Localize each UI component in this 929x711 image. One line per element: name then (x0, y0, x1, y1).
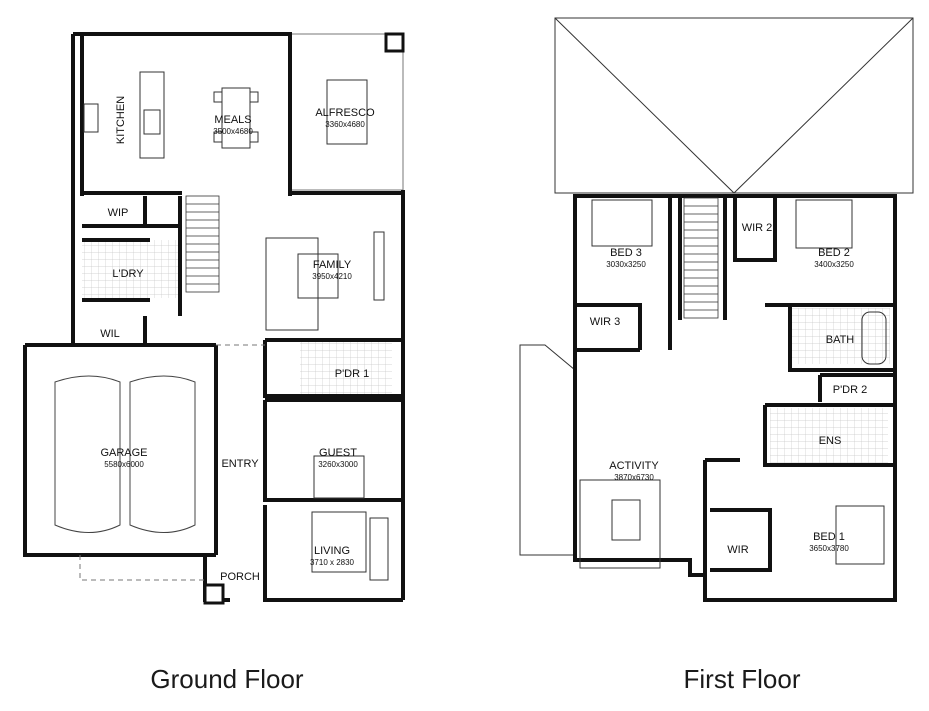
first-stairs (683, 197, 719, 319)
bath-label: BATH (826, 334, 855, 346)
ground-floor-caption: Ground Floor (150, 664, 304, 694)
alfresco-table (326, 79, 368, 145)
first-floor-caption: First Floor (683, 664, 801, 694)
bed3-dims: 3030x3250 (606, 260, 646, 269)
first-wall-bed1 (703, 458, 740, 575)
guest-bed (313, 455, 365, 499)
bed1-dims: 3650x3780 (809, 544, 849, 553)
kitchen-label: KITCHEN (115, 96, 127, 144)
garage-cars (54, 375, 196, 533)
pdr2-label: P'DR 2 (833, 384, 868, 396)
ground-external-wall-top (73, 32, 292, 196)
family-dims: 3950x4210 (312, 272, 352, 281)
porch-post (203, 583, 225, 605)
guest-label: GUEST (319, 447, 357, 459)
bed1-label: BED 1 (813, 531, 845, 543)
ground-floor-plan: KITCHEN MEALS 3500x4680 ALFRESCO 3360x46… (23, 32, 405, 605)
activity-sofa (579, 479, 661, 569)
first-wall-stairs (678, 196, 727, 320)
bed2-dims: 3400x3250 (814, 260, 854, 269)
first-wall-ens (763, 403, 895, 467)
entry-label: ENTRY (221, 458, 259, 470)
alfresco-dims: 3360x4680 (325, 120, 365, 129)
bath-tiles (790, 308, 890, 364)
bed3-label: BED 3 (610, 247, 642, 259)
ground-wall-guest (263, 398, 403, 502)
first-wall-wir2 (733, 196, 777, 262)
alfresco-post (384, 32, 405, 53)
alfresco-label: ALFRESCO (315, 107, 375, 119)
first-wall-bath (765, 303, 895, 372)
porch-label: PORCH (220, 571, 260, 583)
wir3-label: WIR 3 (590, 316, 621, 328)
ldry-label: L'DRY (112, 268, 144, 280)
pdr1-label: P'DR 1 (335, 368, 370, 380)
pdr1-tiles (300, 342, 392, 396)
wil-label: WIL (100, 328, 120, 340)
ground-wall-pdr1 (263, 338, 403, 398)
ground-dashed-outline (79, 344, 265, 581)
ens-label: ENS (819, 435, 842, 447)
first-wall-bed3 (575, 196, 672, 352)
ground-wall-ldry (82, 238, 150, 302)
first-beds (591, 199, 885, 565)
bath-tub (861, 311, 887, 365)
first-wall-wir (710, 508, 772, 572)
guest-dims: 3260x3000 (318, 460, 358, 469)
living-sofa (311, 511, 389, 581)
activity-dims: 3870x6730 (614, 473, 654, 482)
ground-wall-living (263, 505, 403, 602)
wip-label: WIP (108, 207, 129, 219)
first-floor-plan: BED 3 3030x3250 WIR 2 BED 2 3400x3250 WI… (519, 17, 914, 602)
roof-outline (519, 17, 914, 556)
bed2-label: BED 2 (818, 247, 850, 259)
meals-label: MEALS (214, 114, 251, 126)
ground-stairs (185, 195, 220, 293)
activity-label: ACTIVITY (609, 460, 659, 472)
ground-wall-wip (82, 196, 180, 228)
family-sofa (265, 231, 385, 331)
living-label: LIVING (314, 545, 350, 557)
wir2-label: WIR 2 (742, 222, 773, 234)
ens-tiles (770, 408, 888, 464)
first-wall-wir3 (575, 303, 642, 350)
garage-dims: 5580x6000 (104, 460, 144, 469)
ldry-tiles (82, 240, 180, 298)
garage-label: GARAGE (100, 447, 147, 459)
kitchen-island (139, 71, 165, 159)
kitchen-cooktop (83, 103, 99, 133)
family-label: FAMILY (313, 259, 352, 271)
living-dims: 3710 x 2830 (310, 558, 355, 567)
meals-dims: 3500x4680 (213, 127, 253, 136)
kitchen-sink (143, 109, 161, 135)
first-wall-pdr2 (818, 373, 895, 402)
ground-wall-garage (23, 343, 218, 557)
wir-label: WIR (727, 544, 748, 556)
meals-table (213, 87, 259, 149)
